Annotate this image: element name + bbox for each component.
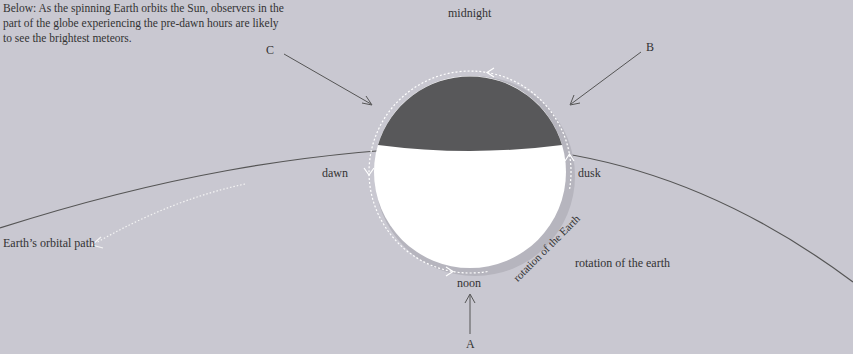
rotation-arrowhead: [364, 168, 374, 175]
pointer-line: [571, 52, 641, 104]
rotation-label: rotation of the earth: [575, 256, 670, 270]
time-label: dawn: [322, 166, 348, 180]
pointer-arrowhead: [362, 96, 372, 105]
pointer-arrowhead: [570, 95, 580, 105]
pointer-line: [470, 295, 471, 334]
caption: Below: As the spinning Earth orbits the …: [3, 1, 288, 46]
rotation-arrowhead: [446, 267, 453, 276]
time-label: dusk: [578, 166, 601, 180]
time-label: midnight: [448, 6, 491, 20]
globe-night-side: [378, 76, 562, 151]
pointer-line: [284, 54, 371, 104]
time-label: noon: [457, 276, 481, 290]
rotation-arrowhead: [487, 68, 494, 77]
point-letter: A: [466, 337, 475, 351]
orbit-label: Earth’s orbital path: [3, 236, 95, 250]
pointer-arrowhead: [465, 294, 475, 303]
point-letter: C: [266, 43, 274, 57]
orbit-direction-arrow: [96, 184, 245, 243]
globe-day-side: [374, 76, 566, 268]
rotation-arrowhead: [565, 154, 574, 161]
point-letter: B: [646, 40, 654, 54]
